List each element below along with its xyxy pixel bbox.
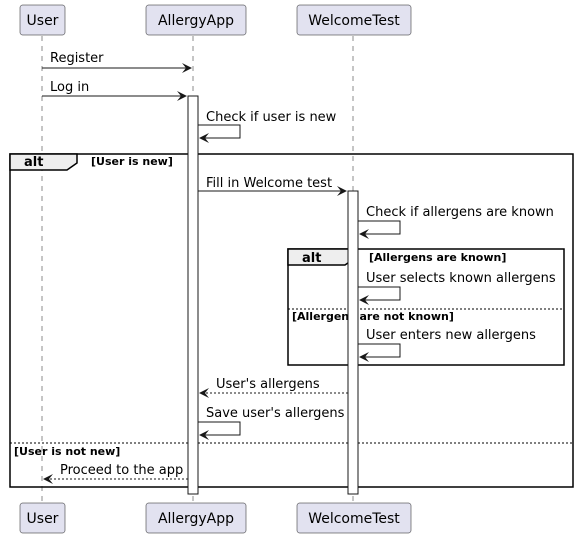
message-user-enters-new-allergens: User enters new allergens [358,328,536,362]
message-label: Fill in Welcome test [206,176,332,191]
participant-allergyapp-top: AllergyApp [145,4,247,36]
guard-user-is-new: [User is new] [91,155,173,168]
alt-frame-allergens-known: alt [Allergens are known] [Allergens are… [287,248,565,366]
message-label: Log in [50,80,89,95]
participant-label: User [27,511,59,527]
message-label: Check if user is new [206,110,337,125]
message-label: Check if allergens are known [366,205,554,220]
activation-allergyapp [187,95,199,495]
guard-user-is-not-new: [User is not new] [14,445,120,458]
participant-label: User [27,13,59,29]
alt-frame-user-is-new: alt [User is new] [User is not new] [9,153,574,488]
message-check-if-user-is-new: Check if user is new [198,110,337,143]
message-label: Save user's allergens [206,406,345,421]
alt-keyword: alt [302,251,321,266]
participant-user-bottom: User [19,502,66,534]
message-fill-in-welcome-test: Fill in Welcome test [198,176,347,196]
alt-keyword: alt [24,155,43,170]
message-log-in: Log in [42,80,187,101]
participant-label: WelcomeTest [308,13,400,29]
message-label: Register [50,51,104,66]
message-label: User enters new allergens [366,328,536,343]
message-check-if-allergens-are-known: Check if allergens are known [358,205,554,239]
guard-allergens-known: [Allergens are known] [369,251,506,264]
message-proceed-to-the-app: Proceed to the app [43,463,188,484]
message-label: User selects known allergens [366,271,556,286]
alt-frame-tab [287,248,356,266]
message-save-users-allergens: Save user's allergens [198,406,345,440]
participant-welcometest-bottom: WelcomeTest [296,502,412,534]
message-users-allergens: User's allergens [199,377,348,398]
participant-welcometest-top: WelcomeTest [296,4,412,36]
message-label: User's allergens [216,377,320,392]
participant-label: WelcomeTest [308,511,400,527]
message-register: Register [42,51,192,73]
participant-allergyapp-bottom: AllergyApp [145,502,247,534]
message-user-selects-known-allergens: User selects known allergens [358,271,556,305]
participant-label: AllergyApp [158,511,234,527]
guard-allergens-not-known: [Allergens are not known] [292,310,454,323]
participant-user-top: User [19,4,66,36]
participant-label: AllergyApp [158,13,234,29]
alt-frame-tab [9,153,78,171]
activation-welcometest [347,190,359,495]
message-label: Proceed to the app [60,463,183,478]
